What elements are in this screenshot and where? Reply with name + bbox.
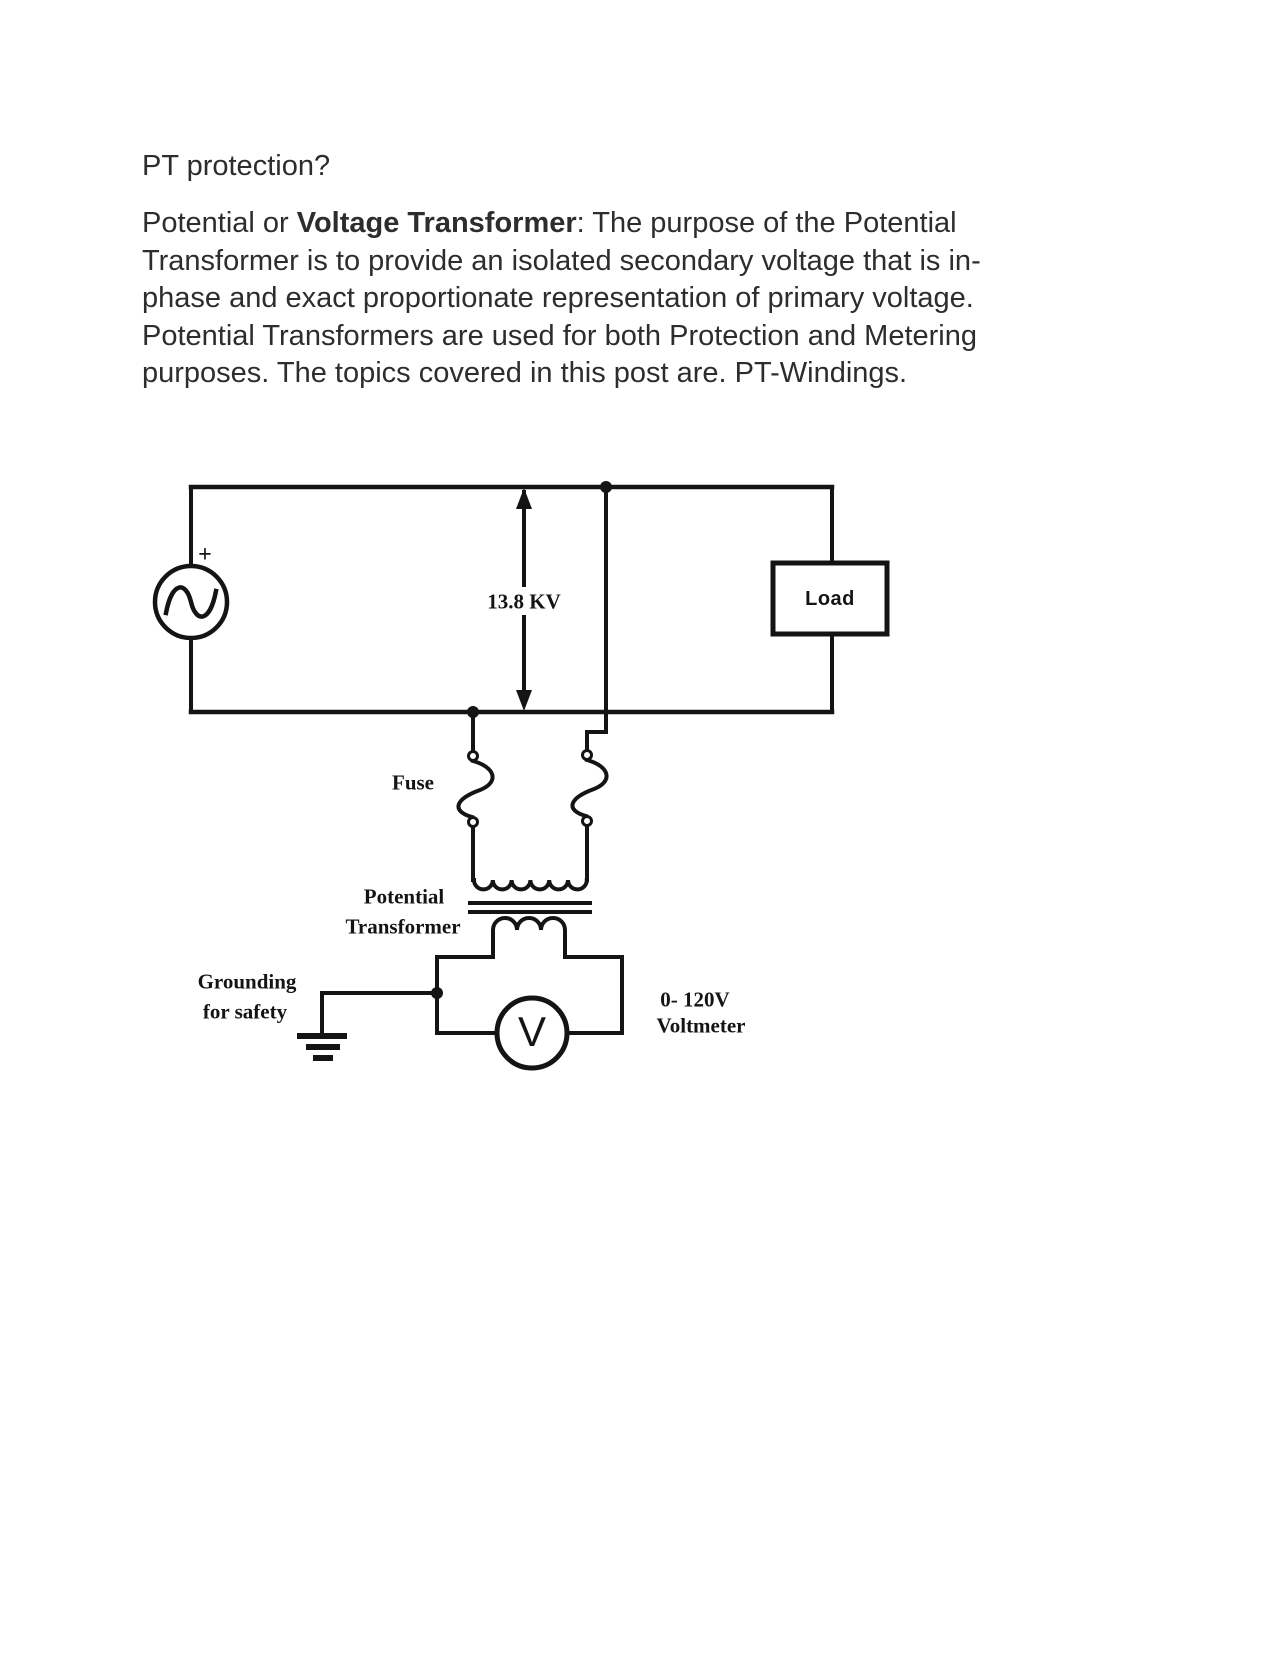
paragraph-text: : The purpose of the Potential <box>576 207 957 239</box>
fuse-label: Fuse <box>392 770 434 795</box>
ground-wire <box>320 991 439 1036</box>
meter-range-label: 0- 120V <box>660 987 730 1012</box>
primary-winding <box>471 877 589 892</box>
fuse-left-symbol <box>456 750 495 882</box>
junction-dot-top-rail <box>600 481 612 493</box>
fuse-right-symbol <box>570 749 609 882</box>
paragraph-line: Potential Transformers are used for both… <box>142 319 977 352</box>
voltage-arrow-head-up <box>516 488 532 509</box>
load-box <box>770 560 890 637</box>
fuse-left-terminal-top <box>467 750 479 762</box>
ground-symbol <box>297 991 439 1061</box>
transformer-symbol <box>468 877 592 959</box>
paragraph-line: Potential or Voltage Transformer: The pu… <box>142 205 981 243</box>
pt-tap-wires <box>467 481 612 753</box>
ac-sine-wave <box>163 585 219 619</box>
paragraph-line: phase and exact proportionate representa… <box>142 282 974 314</box>
ac-source-symbol <box>152 563 230 641</box>
voltage-arrow <box>516 488 532 711</box>
transformer-label-line2: Transformer <box>345 914 461 939</box>
grounding-label-line2: for safety <box>202 999 288 1024</box>
meter-name-label: Voltmeter <box>656 1013 746 1038</box>
voltage-arrow-head-down <box>516 690 532 711</box>
fuse-right-terminal-top <box>581 749 593 761</box>
primary-loop-wires <box>188 484 835 715</box>
paragraph-line: purposes. The topics covered in this pos… <box>142 357 908 389</box>
page-title: PT protection? <box>142 150 331 182</box>
secondary-winding <box>491 916 567 959</box>
fuse-right-squiggle <box>570 757 609 819</box>
line-voltage-label: 13.8 KV <box>487 589 561 614</box>
voltmeter-circle <box>494 995 570 1071</box>
intro-paragraph: Potential or Voltage Transformer: The pu… <box>142 205 981 393</box>
load-rect <box>770 560 890 637</box>
paragraph-bold-text: Voltage Transformer <box>296 207 577 239</box>
grounding-label-line1: Grounding <box>197 969 297 994</box>
load-label: Load <box>805 588 855 610</box>
transformer-label-line1: Potential <box>363 884 445 909</box>
source-polarity-label: + <box>198 542 212 568</box>
voltmeter-v-symbol: V <box>517 1008 547 1055</box>
wire-tap-right <box>585 485 608 752</box>
junction-dot-bottom-rail <box>467 706 479 718</box>
voltmeter-symbol <box>494 995 570 1071</box>
paragraph-line: Transformer is to provide an isolated se… <box>142 244 981 277</box>
paragraph-text: Potential or <box>142 207 297 239</box>
fuse-left-squiggle <box>456 758 495 820</box>
